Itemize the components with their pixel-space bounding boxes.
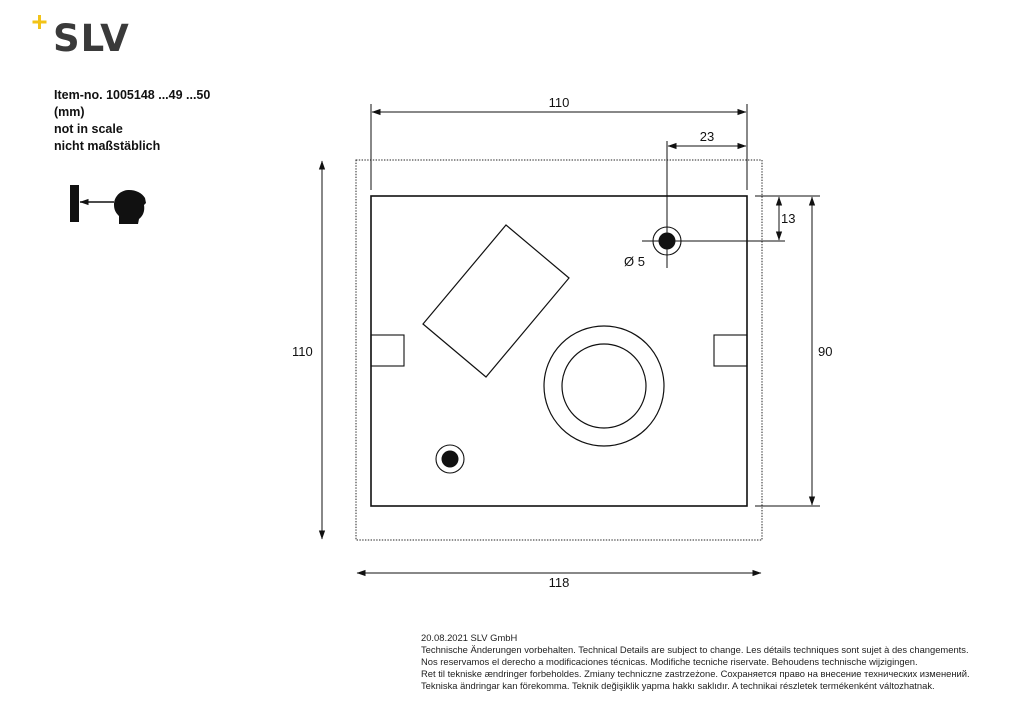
footer-line-2: Nos reservamos el derecho a modificacion… xyxy=(421,656,918,667)
footer-line-1: Technische Änderungen vorbehalten. Techn… xyxy=(421,644,969,655)
mounting-hole-bottom xyxy=(435,444,465,474)
item-info: Item-no. 1005148 ...49 ...50 (mm) not in… xyxy=(54,87,210,155)
left-tab xyxy=(370,334,405,367)
right-tab xyxy=(713,334,748,367)
dimension-hole-offset-y xyxy=(755,195,790,241)
footer-line-3: Ret til tekniske ændringer forbeholdes. … xyxy=(421,668,970,679)
scale-note-en: not in scale xyxy=(54,122,123,136)
logo-text: SLV xyxy=(53,17,130,60)
cable-entry-ring xyxy=(543,325,665,447)
inner-housing xyxy=(370,195,748,507)
outer-plate-outline xyxy=(355,159,763,541)
footer-date-company: 20.08.2021 SLV GmbH xyxy=(421,632,518,643)
dim-right-height-label: 90 xyxy=(818,344,832,359)
slv-logo xyxy=(32,15,47,29)
dim-hole-offset-x-label: 23 xyxy=(700,129,714,144)
dim-left-height-label: 110 xyxy=(292,344,313,359)
dim-bottom-width-label: 118 xyxy=(549,575,570,590)
footer-line-4: Tekniska ändringar kan förekomma. Teknik… xyxy=(421,680,935,691)
dimension-top-width xyxy=(370,104,748,190)
logo-spark-icon xyxy=(32,15,47,29)
dim-hole-offset-y-label: 13 xyxy=(781,211,795,226)
scale-note-de: nicht maßstäblich xyxy=(54,139,161,153)
dim-top-width-label: 110 xyxy=(549,95,570,110)
rotated-rectangle-element xyxy=(422,224,570,378)
item-number: Item-no. 1005148 ...49 ...50 xyxy=(54,88,211,102)
dim-hole-diameter-label: Ø 5 xyxy=(624,254,645,269)
unit-label: (mm) xyxy=(54,105,85,119)
legal-footer: 20.08.2021 SLV GmbH Technische Änderunge… xyxy=(421,632,970,692)
wall-viewer-head-icon xyxy=(70,185,146,224)
dimension-right-height xyxy=(755,195,820,507)
